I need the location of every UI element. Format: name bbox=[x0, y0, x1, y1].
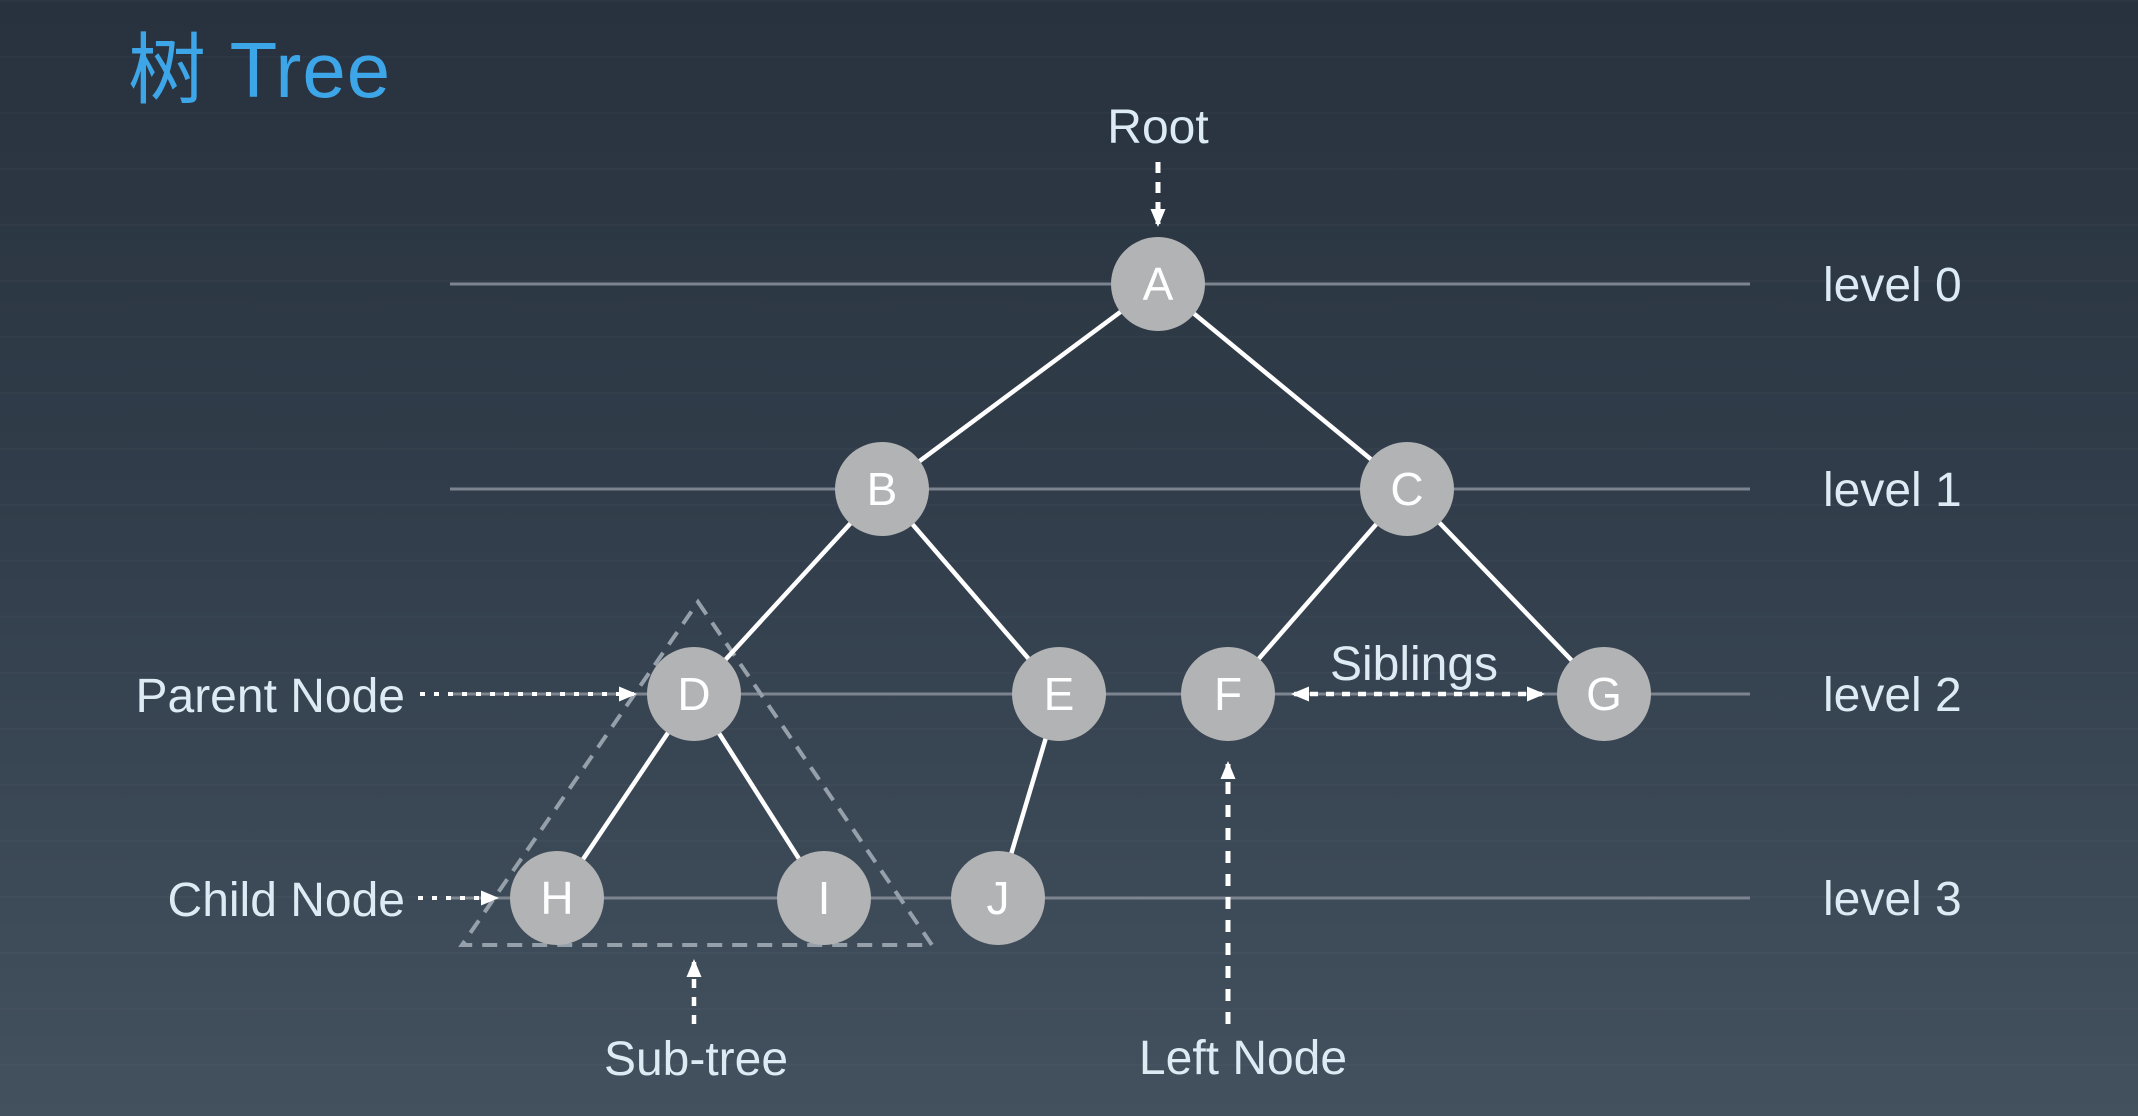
siblings-label: Siblings bbox=[1330, 638, 1498, 691]
child-node-label: Child Node bbox=[168, 874, 405, 927]
subtree-label: Sub-tree bbox=[604, 1033, 788, 1086]
node-label-G: G bbox=[1586, 668, 1622, 720]
node-circle-H bbox=[510, 851, 604, 945]
node-circle-E bbox=[1012, 647, 1106, 741]
subtree-outline bbox=[458, 598, 936, 947]
node-circle-D bbox=[647, 647, 741, 741]
edge-C-G bbox=[1405, 487, 1606, 696]
node-label-C: C bbox=[1390, 463, 1423, 515]
level-label-1: level 1 bbox=[1823, 464, 1962, 517]
level-lines-group: level 0 level 1 level 2 level 3 bbox=[450, 259, 1962, 926]
node-circle-C bbox=[1360, 442, 1454, 536]
node-label-F: F bbox=[1214, 668, 1242, 720]
node-label-A: A bbox=[1143, 258, 1174, 310]
node-circle-G bbox=[1557, 647, 1651, 741]
level-label-2: level 2 bbox=[1823, 669, 1962, 722]
tree-nodes-group: A B C D E F G H I J bbox=[510, 237, 1651, 945]
node-circle-B bbox=[835, 442, 929, 536]
node-circle-I bbox=[777, 851, 871, 945]
node-label-E: E bbox=[1044, 668, 1075, 720]
level-label-3: level 3 bbox=[1823, 873, 1962, 926]
node-circle-F bbox=[1181, 647, 1275, 741]
node-circle-A bbox=[1111, 237, 1205, 331]
slide-title: 树 Tree bbox=[128, 26, 392, 114]
annotation-arrows-group bbox=[418, 162, 1545, 1024]
level-label-0: level 0 bbox=[1823, 259, 1962, 312]
root-label: Root bbox=[1107, 101, 1208, 154]
edge-A-B bbox=[880, 282, 1160, 491]
parent-node-label: Parent Node bbox=[135, 670, 405, 723]
node-label-D: D bbox=[677, 668, 710, 720]
edge-A-C bbox=[1156, 282, 1409, 491]
node-label-I: I bbox=[818, 872, 831, 924]
tree-edges-group bbox=[555, 282, 1606, 900]
node-circle-J bbox=[951, 851, 1045, 945]
left-node-label: Left Node bbox=[1139, 1032, 1347, 1085]
node-label-H: H bbox=[540, 872, 573, 924]
node-label-B: B bbox=[867, 463, 898, 515]
node-label-J: J bbox=[987, 872, 1010, 924]
